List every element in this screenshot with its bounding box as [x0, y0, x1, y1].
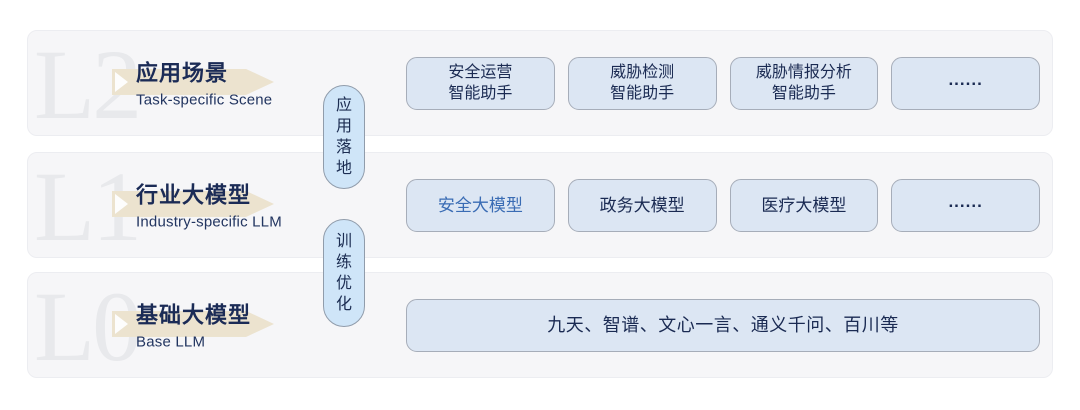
scene-box-threat-intel-analysis: 威胁情报分析 智能助手: [729, 56, 879, 110]
base-llm-box: 九天、智谱、文心一言、通义千问、百川等: [406, 298, 1040, 352]
industry-box-security-llm: 安全大模型: [406, 178, 555, 232]
layer-title: 应用场景: [136, 60, 229, 86]
arrow-decoration: [112, 311, 274, 337]
connector-pill-application-deployment: 应用落地: [323, 85, 365, 189]
box-label-line1: 安全运营: [448, 64, 513, 81]
chevron-right-icon: [115, 194, 128, 214]
box-label: 九天、智谱、文心一言、通义千问、百川等: [547, 314, 899, 335]
box-label: 政务大模型: [599, 195, 685, 215]
layer-title: 基础大模型: [136, 302, 252, 328]
industry-boxes-row: 安全大模型 政务大模型 医疗大模型 ......: [406, 153, 1040, 257]
box-label: 医疗大模型: [761, 195, 847, 215]
layer-title-block-l1: 行业大模型 Industry-specific LLM: [136, 177, 282, 230]
scene-box-more: ......: [891, 56, 1040, 110]
scene-boxes-row: 安全运营 智能助手 威胁检测 智能助手 威胁情报分析 智能助手 ......: [406, 31, 1040, 135]
connector-pill-training-optimization: 训练优化: [323, 219, 365, 327]
layer-title-block-l0: 基础大模型 Base LLM: [136, 297, 251, 350]
layer-panel-l0: L0 基础大模型 Base LLM 九天、智谱、文心一言、通义千问、百川等: [27, 272, 1053, 378]
layer-panel-l2: L2 应用场景 Task-specific Scene 安全运营 智能助手 威胁…: [27, 30, 1053, 136]
box-label: 安全大模型: [437, 195, 523, 215]
industry-box-more: ......: [891, 178, 1040, 232]
scene-box-threat-detection: 威胁检测 智能助手: [567, 56, 717, 110]
chevron-right-icon: [115, 314, 128, 334]
box-label-line1: 威胁情报分析: [755, 64, 852, 81]
arrow-decoration: [112, 191, 274, 217]
layer-panel-l1: L1 行业大模型 Industry-specific LLM 安全大模型 政务大…: [27, 152, 1053, 258]
box-label-line1: 威胁检测: [610, 64, 675, 81]
industry-box-medical-llm: 医疗大模型: [729, 178, 879, 232]
chevron-right-icon: [115, 72, 128, 92]
box-label-line2: 智能助手: [771, 85, 836, 102]
ellipsis-label: ......: [948, 69, 983, 89]
base-boxes-row: 九天、智谱、文心一言、通义千问、百川等: [406, 273, 1040, 377]
arrow-decoration: [112, 69, 274, 95]
box-label-line2: 智能助手: [448, 85, 513, 102]
layer-title: 行业大模型: [136, 182, 252, 208]
industry-box-government-llm: 政务大模型: [567, 178, 717, 232]
ellipsis-label: ......: [948, 191, 983, 211]
layer-subtitle: Task-specific Scene: [136, 91, 273, 109]
layer-title-block-l2: 应用场景 Task-specific Scene: [136, 55, 272, 108]
layer-subtitle: Industry-specific LLM: [136, 213, 282, 231]
scene-box-security-operations: 安全运营 智能助手: [406, 56, 555, 110]
layer-subtitle: Base LLM: [136, 333, 206, 351]
box-label-line2: 智能助手: [610, 85, 675, 102]
